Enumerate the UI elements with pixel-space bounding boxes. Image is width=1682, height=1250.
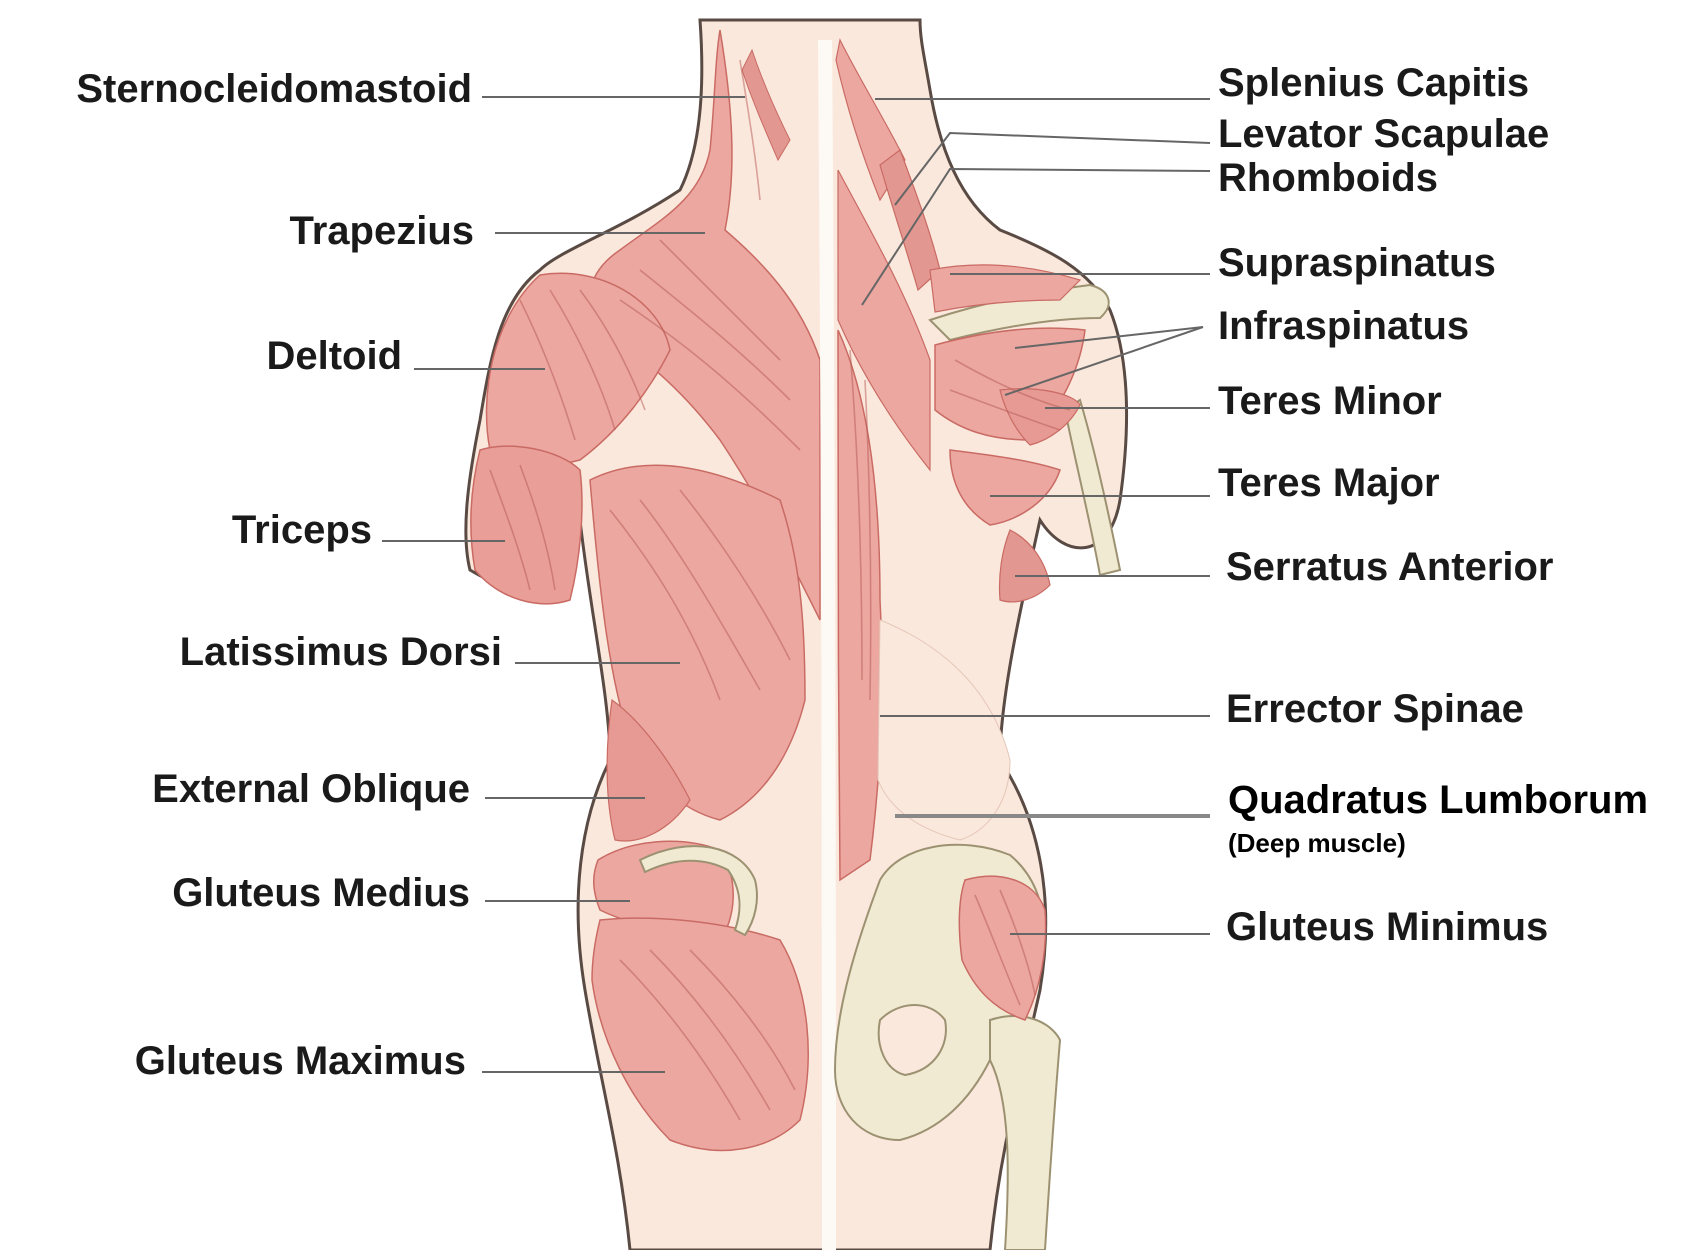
label-gluteus-medius: Gluteus Medius	[172, 871, 470, 915]
label-gluteus-maximus: Gluteus Maximus	[135, 1039, 466, 1083]
body-illustration	[466, 20, 1127, 1250]
label-supraspinatus: Supraspinatus	[1218, 241, 1496, 285]
label-errector-spinae: Errector Spinae	[1226, 687, 1524, 731]
labels-right: Splenius Capitis Levator Scapulae Rhombo…	[1218, 61, 1648, 949]
label-gluteus-minimus: Gluteus Minimus	[1226, 905, 1548, 949]
label-rhomboids: Rhomboids	[1218, 156, 1438, 200]
label-triceps: Triceps	[232, 508, 372, 552]
label-splenius-capitis: Splenius Capitis	[1218, 61, 1529, 105]
label-quadratus-lumborum: Quadratus Lumborum	[1228, 778, 1648, 822]
label-teres-major: Teres Major	[1218, 461, 1440, 505]
label-sternocleidomastoid: Sternocleidomastoid	[76, 67, 472, 111]
labels-left: Sternocleidomastoid Trapezius Deltoid Tr…	[76, 67, 502, 1083]
label-deep-muscle-note: (Deep muscle)	[1228, 828, 1406, 858]
label-latissimus-dorsi: Latissimus Dorsi	[180, 630, 502, 674]
label-infraspinatus: Infraspinatus	[1218, 304, 1469, 348]
label-external-oblique: External Oblique	[152, 767, 470, 811]
label-serratus-anterior: Serratus Anterior	[1226, 545, 1554, 589]
serratus-anterior-muscle	[999, 530, 1050, 602]
label-teres-minor: Teres Minor	[1218, 379, 1442, 423]
label-levator-scapulae: Levator Scapulae	[1218, 112, 1549, 156]
triceps-muscle	[471, 446, 582, 604]
label-deltoid: Deltoid	[266, 334, 402, 378]
label-trapezius: Trapezius	[289, 209, 474, 253]
